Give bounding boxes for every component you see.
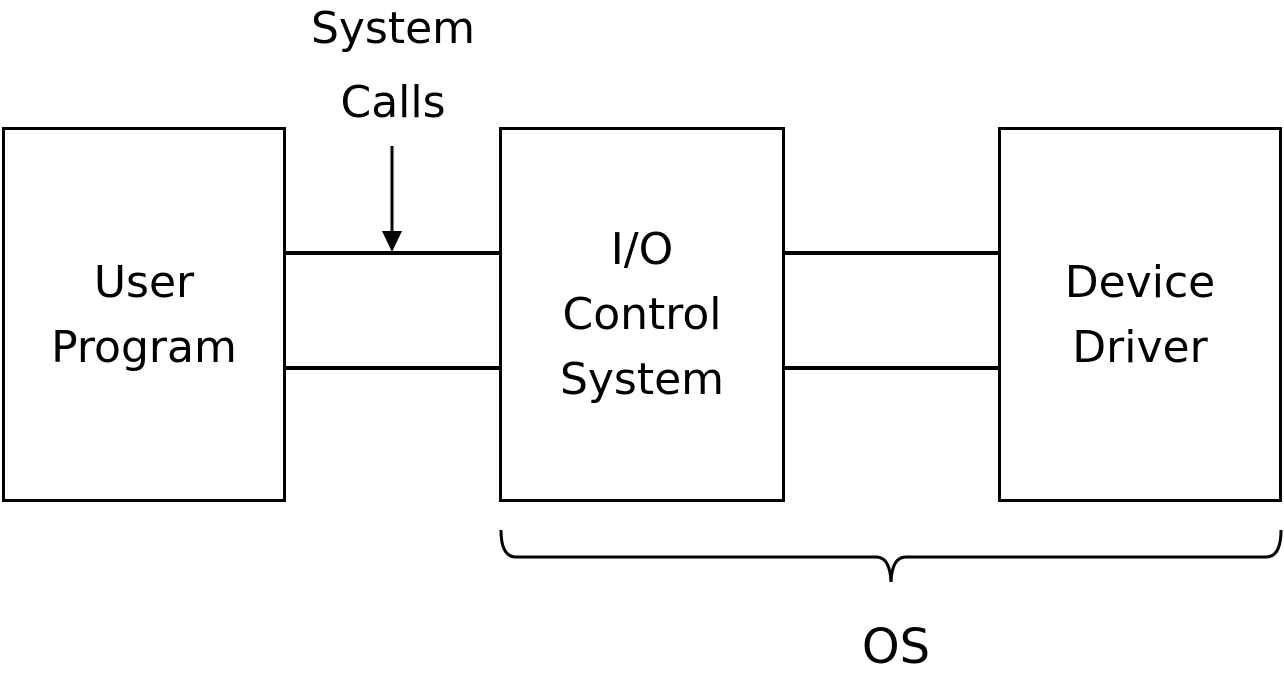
- system-calls-label-line2: Calls: [340, 77, 446, 128]
- device-driver-box: Device Driver: [998, 127, 1282, 502]
- io-control-label-line1: I/O: [610, 224, 674, 275]
- connector-user-io-bottom: [286, 366, 499, 370]
- user-program-label-line1: User: [93, 256, 195, 308]
- connector-io-driver-bottom: [785, 366, 998, 370]
- os-label: OS: [861, 619, 931, 675]
- system-calls-arrow: [382, 146, 402, 252]
- os-brace: [499, 529, 1283, 583]
- device-driver-label-line1: Device: [1064, 256, 1216, 308]
- user-program-label-line2: Program: [51, 321, 237, 373]
- user-program-box: User Program: [2, 127, 286, 502]
- device-driver-label-line2: Driver: [1072, 321, 1208, 373]
- io-control-label-line2: Control: [562, 289, 722, 340]
- system-calls-label: System Calls: [293, 0, 493, 140]
- connector-io-driver-top: [785, 251, 998, 255]
- io-control-label-line3: System: [559, 354, 725, 405]
- io-control-system-box: I/O Control System: [499, 127, 785, 502]
- system-calls-label-line1: System: [310, 3, 476, 54]
- connector-user-io-top: [286, 251, 499, 255]
